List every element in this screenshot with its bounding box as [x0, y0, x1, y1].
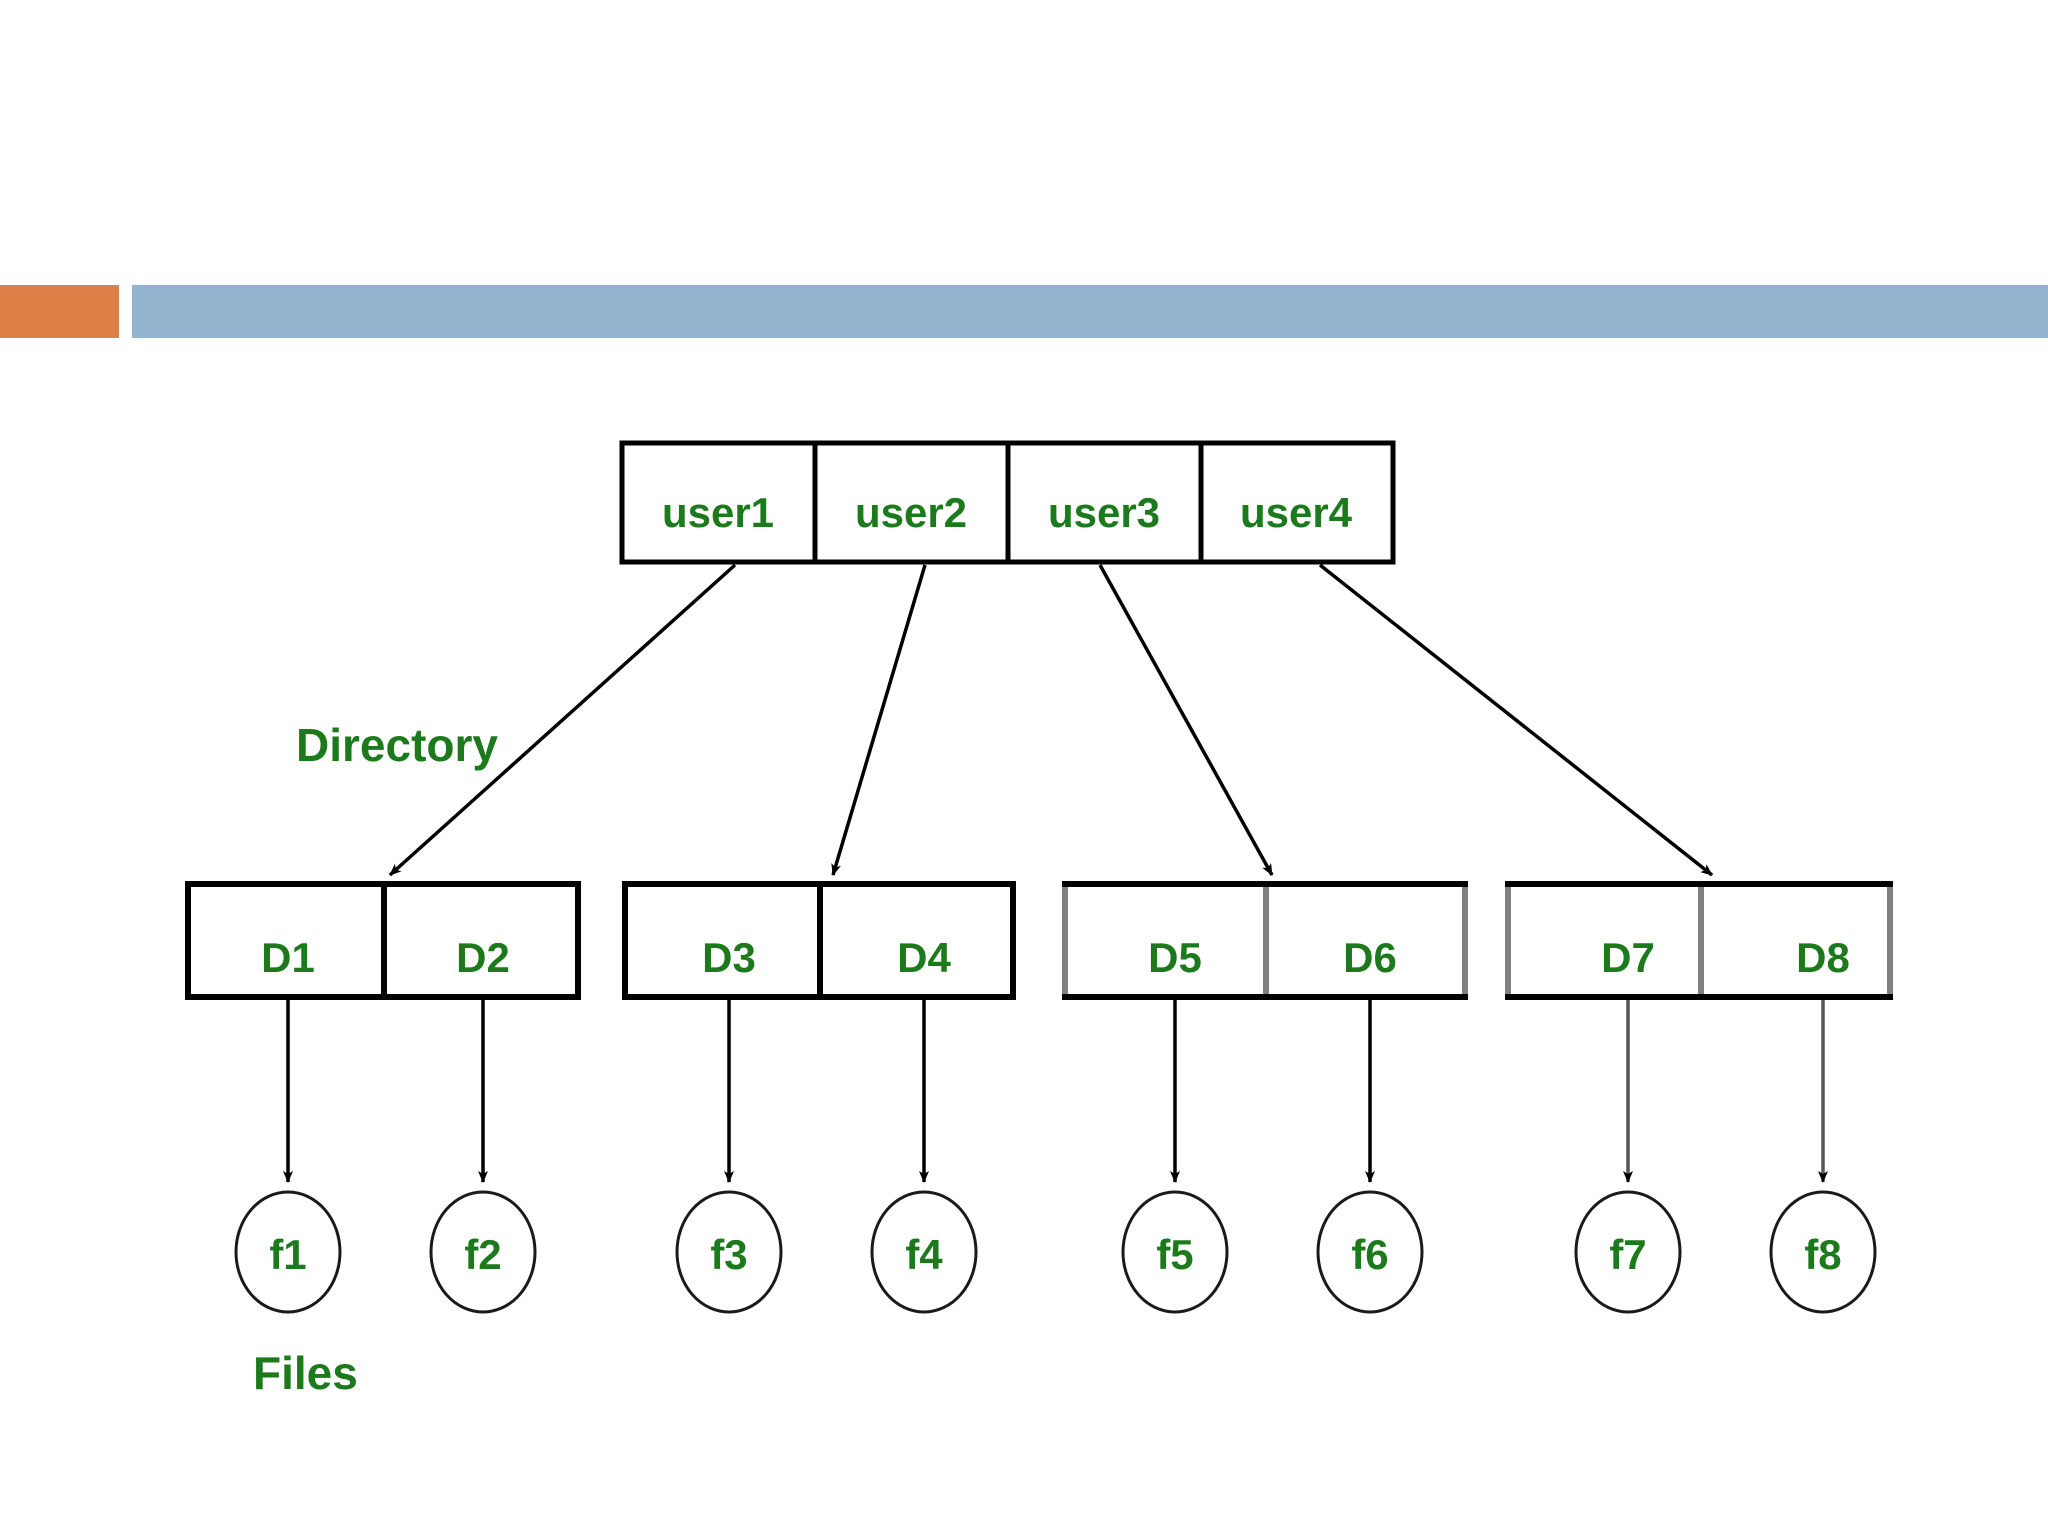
directory-cell-d1[interactable]: [185, 881, 387, 1000]
directory-label-d6: D6: [1343, 934, 1397, 981]
directory-label-d1: D1: [261, 934, 315, 981]
user-label-user1: user1: [661, 489, 775, 536]
file-label-f1: f1: [269, 1231, 307, 1278]
accent-bar-orange: [0, 285, 119, 338]
file-label-f8: f8: [1804, 1231, 1842, 1278]
file-label-f7: f7: [1609, 1231, 1647, 1278]
edge-user2-to-d3d4: [831, 564, 927, 876]
edge-user1-to-d1d2: [388, 563, 737, 877]
directory-annotation-label: Directory: [296, 719, 498, 771]
user-label-user3: user3: [1047, 489, 1161, 536]
file-label-f4: f4: [905, 1231, 943, 1278]
file-row-group: [234, 1190, 1877, 1314]
file-node-f3[interactable]: [675, 1190, 783, 1314]
file-node-f4[interactable]: [870, 1190, 978, 1314]
edge-user4-to-d7d8: [1318, 563, 1714, 877]
user-cell-user1[interactable]: [619, 440, 818, 565]
edge-user3-to-d5d6: [1098, 564, 1274, 876]
file-node-f2[interactable]: [429, 1190, 537, 1314]
user-label-user2: user2: [854, 489, 968, 536]
file-label-f5: f5: [1156, 1231, 1194, 1278]
directory-cell-d4[interactable]: [817, 881, 1016, 1000]
directory-cell-d6[interactable]: [1263, 881, 1468, 1000]
file-label-f3: f3: [710, 1231, 748, 1278]
user-label-user4: user4: [1239, 489, 1353, 536]
directory-label-d3: D3: [702, 934, 756, 981]
file-label-f2: f2: [464, 1231, 502, 1278]
directory-label-d4: D4: [897, 934, 951, 981]
directory-label-d8: D8: [1796, 934, 1850, 981]
directory-label-d7: D7: [1601, 934, 1655, 981]
file-node-f1[interactable]: [234, 1190, 342, 1314]
header-bar-blue: [132, 285, 2048, 338]
user-row-group: [619, 440, 1396, 565]
user-to-directory-edges: [388, 563, 1714, 877]
file-node-f8[interactable]: [1769, 1190, 1877, 1314]
directory-cell-d2[interactable]: [381, 881, 581, 1000]
file-label-f6: f6: [1351, 1231, 1389, 1278]
directory-to-file-edges: [283, 1000, 1828, 1183]
directory-label-d2: D2: [456, 934, 510, 981]
file-node-f6[interactable]: [1316, 1190, 1424, 1314]
user-cell-user4[interactable]: [1198, 440, 1396, 565]
file-node-f5[interactable]: [1121, 1190, 1229, 1314]
files-annotation-label: Files: [253, 1347, 358, 1399]
directory-label-d5: D5: [1148, 934, 1202, 981]
directory-row-group: [185, 881, 1893, 1000]
file-node-f7[interactable]: [1574, 1190, 1682, 1314]
